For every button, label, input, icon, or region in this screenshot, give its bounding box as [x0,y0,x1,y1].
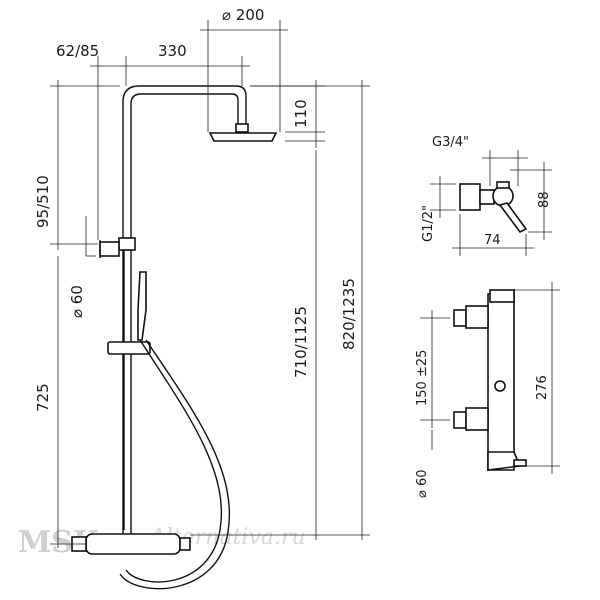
head-joint [235,123,249,133]
dim-head-height: 110 [292,99,310,128]
detail-front-view: 150 ±25 ⌀ 60 276 [415,282,560,498]
main-dimensions: ⌀ 200 62/85 330 110 820/1235 710/1125 95… [34,6,370,548]
detail-top-cap [496,181,510,189]
detail-top-neck [479,189,495,205]
dim-front-height: 276 [535,375,550,400]
detail-front-outlet [494,380,506,392]
dim-depth: 74 [484,233,501,248]
riser-outer [122,85,247,540]
upper-bracket [118,237,136,251]
slider-holder [107,341,151,355]
detail-top-inlet [459,183,481,211]
thermostatic-mixer [85,533,181,555]
detail-front-body [487,289,515,471]
hose-inner [119,339,230,590]
dim-upper-range: 95/510 [34,175,52,228]
mixer-right-knob [179,537,191,551]
dim-bracket-diameter: ⌀ 60 [68,285,86,318]
detail-front-lever [513,459,527,467]
dim-arm-length: 330 [158,42,187,60]
dim-height: 88 [537,191,552,208]
upper-wall-mount [99,241,120,257]
dim-centers: 150 ±25 [415,350,430,406]
hose-outer [125,339,222,583]
detail-front-lower-inlet [453,411,467,429]
dim-thread-outlet: G3/4" [432,135,469,150]
shower-column [71,85,278,590]
detail-top-lever [498,202,528,234]
detail-top-body [492,185,514,207]
detail-top-view: G3/4" G1/2" 74 88 [421,135,552,256]
detail-front-top-cap [489,289,515,303]
shower-head [208,132,278,142]
dim-wall-offset: 62/85 [56,42,99,60]
detail-front-upper-nut [465,305,489,329]
dim-thread-inlet: G1/2" [421,205,436,242]
detail-front-lower-nut [465,407,489,431]
dim-rail-height: 710/1125 [292,306,310,378]
hand-shower [137,271,147,341]
detail-front-upper-inlet [453,309,467,327]
dim-head-diameter: ⌀ 200 [222,6,264,24]
dim-eccentric-diameter: ⌀ 60 [415,469,430,498]
dim-mixer-height: 725 [34,383,52,412]
riser-inner [130,93,239,540]
dim-total-height: 820/1235 [340,278,358,350]
